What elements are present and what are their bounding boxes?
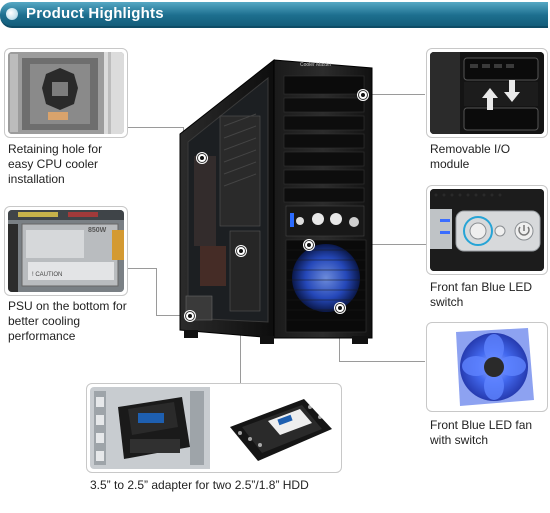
fan-switch-caption: Front fan Blue LED switch — [430, 280, 533, 309]
leader-line — [156, 315, 189, 316]
callout-dot-fan — [335, 303, 345, 313]
callout-dot-switch — [304, 240, 314, 250]
cpu-hole-caption: Retaining hole for easy CPU cooler insta… — [8, 142, 103, 186]
led-fan-thumbnail — [426, 322, 548, 412]
callout-dot-psu — [185, 311, 195, 321]
svg-text:! CAUTION: ! CAUTION — [32, 272, 62, 278]
fan-switch-thumbnail — [426, 185, 548, 275]
cpu-hole-thumbnail — [4, 48, 128, 138]
led-fan-caption: Front Blue LED fan with switch — [430, 418, 533, 447]
leader-line — [128, 127, 183, 128]
hdd-adapter-caption: 3.5” to 2.5” adapter for two 2.5”/1.8” H… — [90, 478, 309, 492]
hdd-adapter-thumbnail — [86, 383, 342, 473]
callout-dot-hdd — [236, 246, 246, 256]
case-brand: Cooler Master — [300, 62, 332, 68]
leader-line — [128, 268, 156, 269]
leader-line — [339, 361, 425, 362]
removable-io-thumbnail — [426, 48, 548, 138]
section-title: Product Highlights — [26, 5, 164, 22]
psu-caption: PSU on the bottom for better cooling per… — [8, 299, 127, 343]
bullet-icon — [6, 8, 18, 20]
callout-dot-io — [358, 90, 368, 100]
psu-thumbnail: ! CAUTION 850W — [4, 206, 128, 296]
section-banner: Product Highlights — [0, 2, 548, 28]
psu-label: 850W — [88, 227, 107, 234]
pc-case-image — [179, 58, 373, 344]
removable-io-caption: Removable I/O module — [430, 142, 511, 171]
leader-line — [156, 268, 157, 315]
leader-line — [362, 94, 425, 95]
callout-dot-cpu — [197, 153, 207, 163]
